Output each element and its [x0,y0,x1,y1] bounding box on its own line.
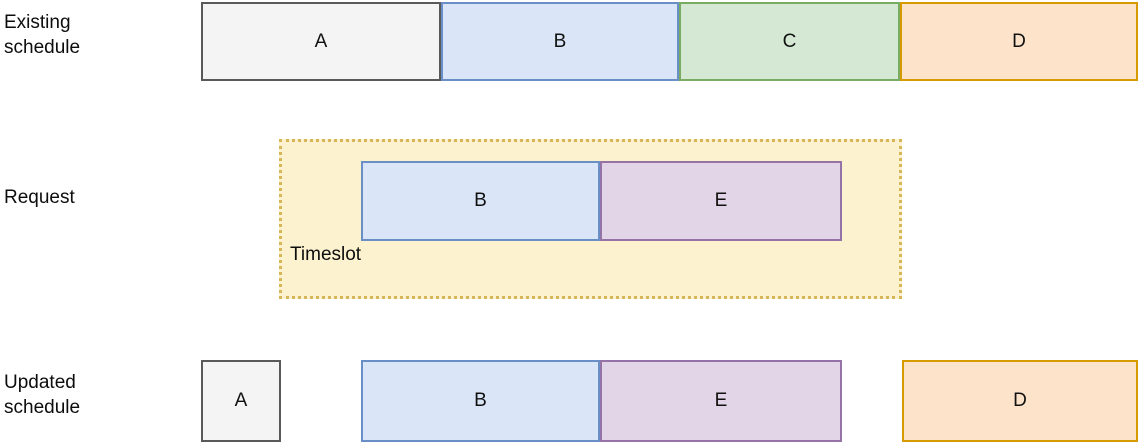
block-label: B [474,390,487,411]
block-existing-a[interactable]: A [201,2,441,81]
block-updated-a[interactable]: A [201,360,281,442]
timeslot-label: Timeslot [290,244,362,265]
block-label: D [1012,30,1026,52]
block-label: C [782,30,797,52]
block-label: D [1013,390,1027,411]
block-updated-b[interactable]: B [361,360,600,442]
block-label: A [234,390,248,411]
block-request-b[interactable]: B [361,161,600,241]
block-label: A [314,30,328,52]
block-updated-d[interactable]: D [902,360,1138,442]
block-existing-b[interactable]: B [441,2,679,81]
block-updated-e[interactable]: E [600,360,842,442]
row-label-updated-schedule: Updated schedule [4,372,81,418]
block-label: E [714,190,728,211]
row-label-existing-schedule: Existing schedule [4,12,81,58]
row-label-request: Request [4,187,75,208]
block-existing-c[interactable]: C [679,2,900,81]
block-label: B [553,30,567,52]
block-label: B [474,190,487,211]
block-request-e[interactable]: E [600,161,842,241]
block-label: E [714,390,728,411]
block-existing-d[interactable]: D [900,2,1138,81]
